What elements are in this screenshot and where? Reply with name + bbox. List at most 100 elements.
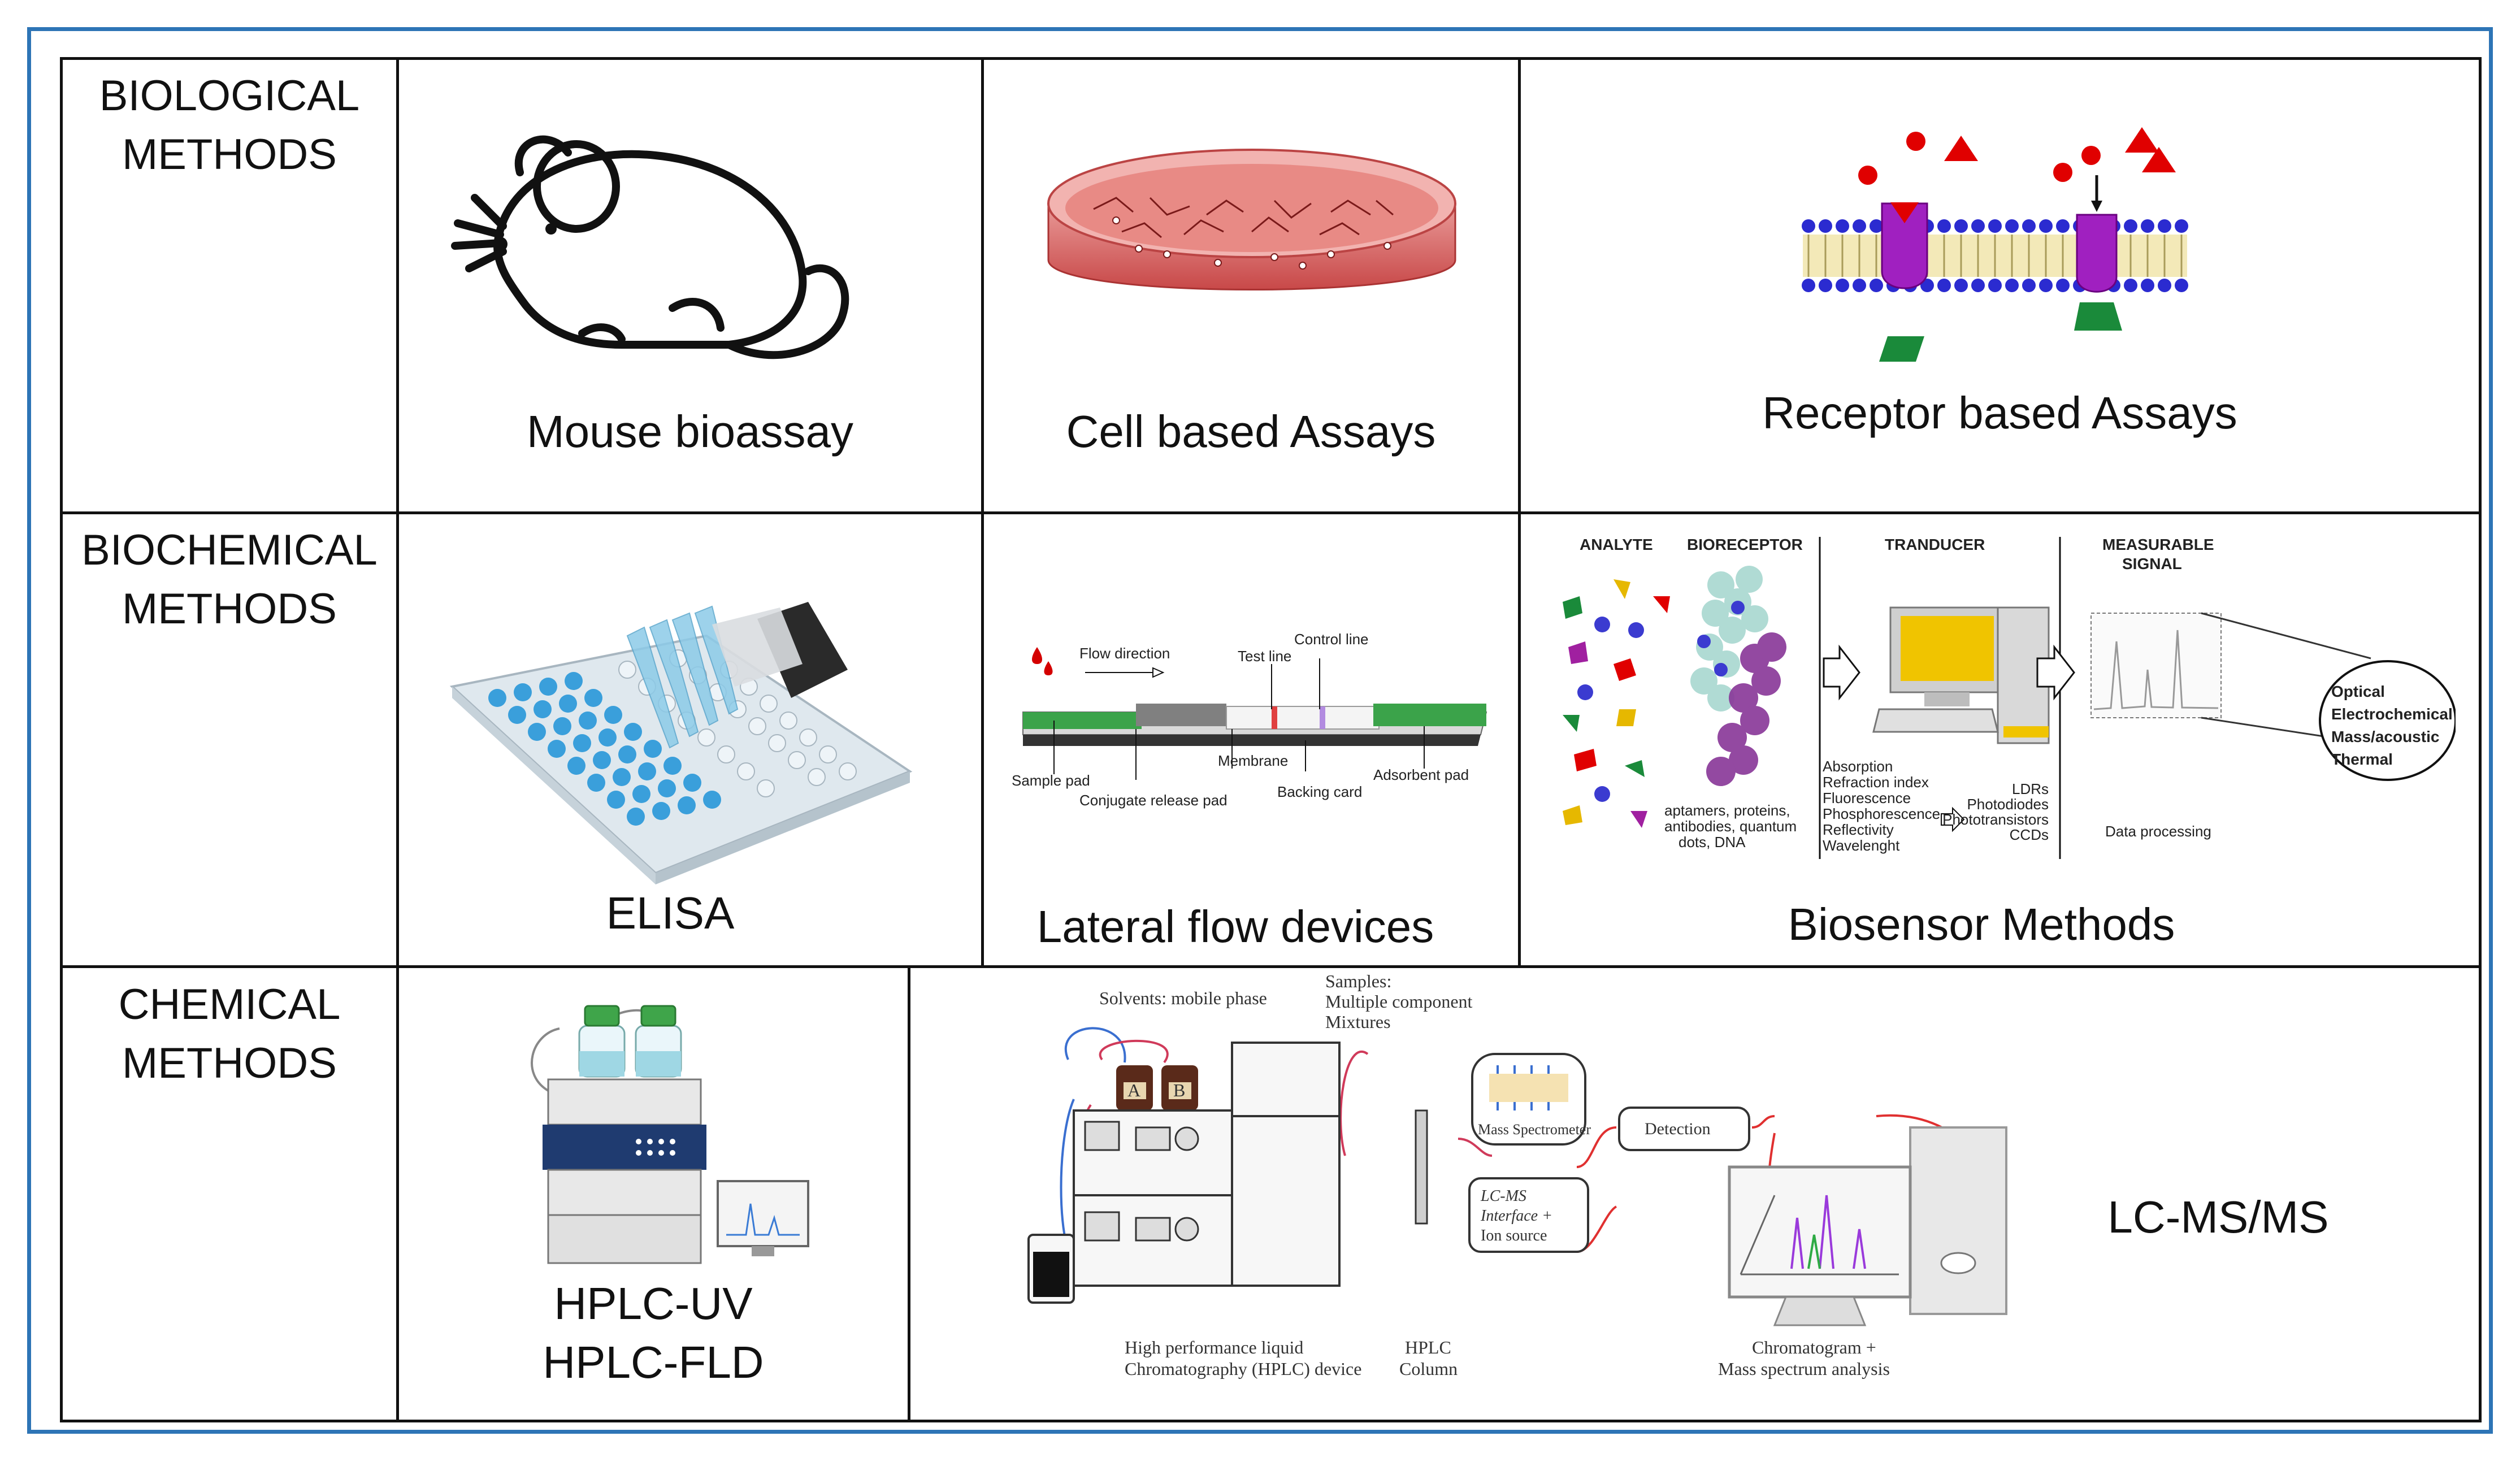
solvent-bottles-ab: A B xyxy=(1116,1065,1198,1110)
lcms-schematic-illustration: Solvents: mobile phase Samples: Multiple… xyxy=(1027,971,2007,1379)
label-chromatogram: Mass spectrum analysis xyxy=(1718,1359,1890,1379)
properties-text: Absorption Refraction index Fluorescence… xyxy=(1823,758,1940,854)
row-label-line2: METHODS xyxy=(122,131,337,179)
label-chromatogram: Chromatogram + xyxy=(1752,1337,1876,1357)
header-bioreceptor: BIORECEPTOR xyxy=(1687,536,1803,553)
label-conjugate-release-pad: Conjugate release pad xyxy=(1079,792,1228,809)
hplc-stack xyxy=(543,1078,706,1264)
label-test-line: Test line xyxy=(1238,648,1291,665)
detector-item: LDRs xyxy=(2012,780,2049,797)
lateral-flow-illustration: Flow direction Control line Test line Me… xyxy=(1012,631,1487,809)
header-measurable: MEASURABLE xyxy=(2102,536,2214,553)
label-samples: Samples: xyxy=(1325,971,1391,991)
mouse-illustration xyxy=(451,135,849,359)
property-item: Refraction index xyxy=(1823,774,1929,791)
bioreceptor-molecule xyxy=(1690,566,1786,786)
detectors-text: LDRs Photodiodes Phototransistors CCDs xyxy=(1942,780,2049,843)
header-analyte: ANALYTE xyxy=(1580,536,1653,553)
label-detection: Detection xyxy=(1645,1120,1711,1138)
row-label-line2: METHODS xyxy=(122,1039,337,1087)
analyte-shapes xyxy=(1563,579,1670,828)
label-flow-direction: Flow direction xyxy=(1079,645,1170,662)
petri-dish-illustration xyxy=(1047,149,1456,290)
property-item: Absorption xyxy=(1823,758,1893,775)
outer-frame xyxy=(27,27,2493,1434)
label-hplc-device: Chromatography (HPLC) device xyxy=(1125,1359,1361,1379)
caption-hplc-uv: HPLC-UV xyxy=(554,1278,753,1329)
lipid-bilayer xyxy=(1802,219,2188,292)
receptor-membrane-illustration xyxy=(1802,127,2188,362)
receptor-types-line: aptamers, proteins, xyxy=(1664,802,1790,819)
interface-box: LC-MS Interface + Ion source xyxy=(1468,1177,1589,1253)
computer-icon xyxy=(1872,606,2050,744)
lateral-flow-labels: Flow direction Control line Test line Me… xyxy=(1012,631,1469,809)
receptor-types-text: aptamers, proteins, antibodies, quantum … xyxy=(1664,802,1797,851)
sample-drops xyxy=(1032,647,1053,675)
signal-type-item: Mass/acoustic xyxy=(2331,728,2439,745)
detector-item: CCDs xyxy=(2010,826,2049,843)
label-samples: Multiple component xyxy=(1325,991,1473,1012)
receptor-types-line: dots, DNA xyxy=(1678,834,1746,851)
bottle-b-label: B xyxy=(1173,1080,1185,1100)
property-item: Reflectivity xyxy=(1823,821,1894,838)
label-solvents: Solvents: mobile phase xyxy=(1099,988,1267,1008)
property-item: Wavelenght xyxy=(1823,837,1900,854)
caption-lateral-flow: Lateral flow devices xyxy=(1036,901,1434,952)
signal-type-item: Electrochemical xyxy=(2331,705,2453,723)
row-label-line1: BIOCHEMICAL xyxy=(81,526,378,574)
solvent-bottles xyxy=(578,1005,682,1078)
computer-with-chromatogram xyxy=(1728,1126,2007,1326)
label-samples: Mixtures xyxy=(1325,1012,1391,1032)
caption-elisa: ELISA xyxy=(606,888,735,938)
label-hplc-device: High performance liquid xyxy=(1125,1337,1303,1357)
label-mass-spectrometer: Mass Spectrometer xyxy=(1478,1121,1591,1138)
signal-types-ellipse: Optical Electrochemical Mass/acoustic Th… xyxy=(2319,660,2456,781)
label-interface: LC-MS xyxy=(1480,1187,1526,1205)
elisa-plate-illustration xyxy=(449,602,913,884)
signal-type-item: Thermal xyxy=(2331,750,2393,768)
row-label-line1: BIOLOGICAL xyxy=(99,72,360,120)
caption-biosensor: Biosensor Methods xyxy=(1788,899,2175,949)
label-backing-card: Backing card xyxy=(1277,783,1362,800)
mass-spectrometer: Mass Spectrometer xyxy=(1471,1053,1591,1146)
property-item: Fluorescence xyxy=(1823,789,1911,806)
caption-mouse-bioassay: Mouse bioassay xyxy=(526,406,854,457)
monitor-icon xyxy=(717,1180,809,1256)
caption-hplc: HPLC-UV HPLC-FLD xyxy=(396,1274,910,1392)
bottle-a-label: A xyxy=(1127,1080,1140,1100)
signal-plot xyxy=(2090,612,2371,739)
signal-type-item: Optical xyxy=(2331,683,2385,700)
label-adsorbent-pad: Adsorbent pad xyxy=(1373,766,1469,783)
receptor-types-line: antibodies, quantum xyxy=(1664,818,1797,835)
biosensor-headers: ANALYTE BIORECEPTOR TRANDUCER MEASURABLE… xyxy=(1580,536,2214,572)
row-label-chemical: CHEMICAL METHODS xyxy=(60,975,399,1093)
header-signal: SIGNAL xyxy=(2122,555,2182,572)
row-label-biochemical: BIOCHEMICAL METHODS xyxy=(60,521,399,639)
detector-item: Photodiodes xyxy=(1967,796,2049,813)
label-hplc-column: Column xyxy=(1399,1359,1458,1379)
hplc-instrument-illustration xyxy=(531,1005,809,1264)
detection-box: Detection xyxy=(1618,1107,1750,1151)
label-interface: Interface + xyxy=(1480,1207,1552,1225)
header-tranducer: TRANDUCER xyxy=(1885,536,1985,553)
pump-parts xyxy=(1084,1121,1199,1242)
row-label-line1: CHEMICAL xyxy=(118,981,341,1029)
lcms-bottom-labels: High performance liquid Chromatography (… xyxy=(1125,1337,1890,1379)
row-label-line2: METHODS xyxy=(122,585,337,633)
lcms-labels: Solvents: mobile phase Samples: Multiple… xyxy=(1099,971,1473,1032)
caption-lcms: LC-MS/MS xyxy=(2107,1192,2329,1242)
receptor-proteins xyxy=(1881,202,2118,293)
caption-hplc-fld: HPLC-FLD xyxy=(543,1337,764,1387)
biosensor-illustration: ANALYTE BIORECEPTOR TRANDUCER MEASURABLE… xyxy=(1563,536,2456,859)
row-label-biological: BIOLOGICAL METHODS xyxy=(60,67,399,184)
data-processing-label: Data processing xyxy=(2105,823,2211,840)
label-membrane: Membrane xyxy=(1218,752,1288,769)
label-hplc-column: HPLC xyxy=(1405,1337,1451,1357)
caption-cell-based-assays: Cell based Assays xyxy=(1066,406,1436,457)
caption-receptor-based-assays: Receptor based Assays xyxy=(1762,388,2237,438)
label-interface: Ion source xyxy=(1481,1227,1547,1244)
ligands xyxy=(1858,127,2176,185)
property-item: Phosphorescence xyxy=(1823,805,1940,822)
label-control-line: Control line xyxy=(1294,631,1369,648)
